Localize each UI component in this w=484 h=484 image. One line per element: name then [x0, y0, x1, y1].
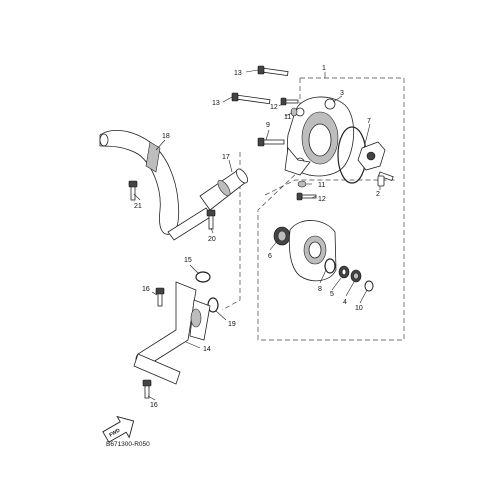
callout-7: 7	[367, 118, 371, 125]
callout-14: 14	[203, 346, 211, 353]
callout-19: 19	[228, 321, 236, 328]
callout-13-lower: 13	[212, 100, 220, 107]
pump-cover	[288, 220, 337, 282]
callout-9: 9	[266, 122, 270, 129]
seal-5	[338, 265, 350, 279]
circlip-10	[364, 280, 374, 292]
callout-10: 10	[355, 305, 363, 312]
bolt-13-upper	[257, 65, 289, 77]
impeller-shaft	[357, 141, 394, 187]
callout-2: 2	[376, 191, 380, 198]
callout-5: 5	[330, 291, 334, 298]
callout-20: 20	[208, 236, 216, 243]
callout-8: 8	[318, 286, 322, 293]
callout-3: 3	[340, 90, 344, 97]
bolt-21	[128, 180, 138, 201]
callout-17: 17	[222, 154, 230, 161]
callout-12-lower: 12	[318, 196, 326, 203]
bolt-12-upper	[280, 97, 299, 106]
callout-21: 21	[134, 203, 142, 210]
pipe-18	[99, 130, 213, 241]
o-ring-15	[195, 271, 211, 283]
callout-15: 15	[184, 257, 192, 264]
washer-11-upper	[290, 107, 298, 117]
bolt-9	[257, 137, 285, 147]
pipe-14	[133, 281, 211, 385]
bearing-4	[350, 269, 362, 283]
bolt-16-lower	[142, 379, 152, 399]
callout-18: 18	[162, 133, 170, 140]
callout-4: 4	[343, 299, 347, 306]
drawing-code: B671300-R050	[106, 441, 150, 448]
callout-1: 1	[322, 65, 326, 72]
bolt-13-lower	[231, 92, 271, 105]
pump-housing	[284, 96, 355, 177]
o-ring-8	[324, 258, 336, 274]
bolt-16-upper	[155, 287, 165, 307]
plug-6	[273, 226, 291, 246]
leader-lines	[133, 69, 381, 401]
forward-direction-arrow: FWD	[102, 415, 135, 443]
bolt-20	[206, 209, 216, 230]
washer-11-lower	[297, 180, 307, 188]
callout-16-upper: 16	[142, 286, 150, 293]
callout-12-upper: 12	[270, 104, 278, 111]
callout-11-lower: 11	[318, 182, 325, 189]
fwd-label: FWD	[108, 427, 121, 438]
hose-17	[199, 168, 249, 211]
callout-16-lower: 16	[150, 402, 158, 409]
bolt-12-lower	[296, 192, 317, 201]
callout-6: 6	[268, 253, 272, 260]
callout-11-upper: 11	[284, 114, 291, 121]
callout-13-upper: 13	[234, 70, 242, 77]
